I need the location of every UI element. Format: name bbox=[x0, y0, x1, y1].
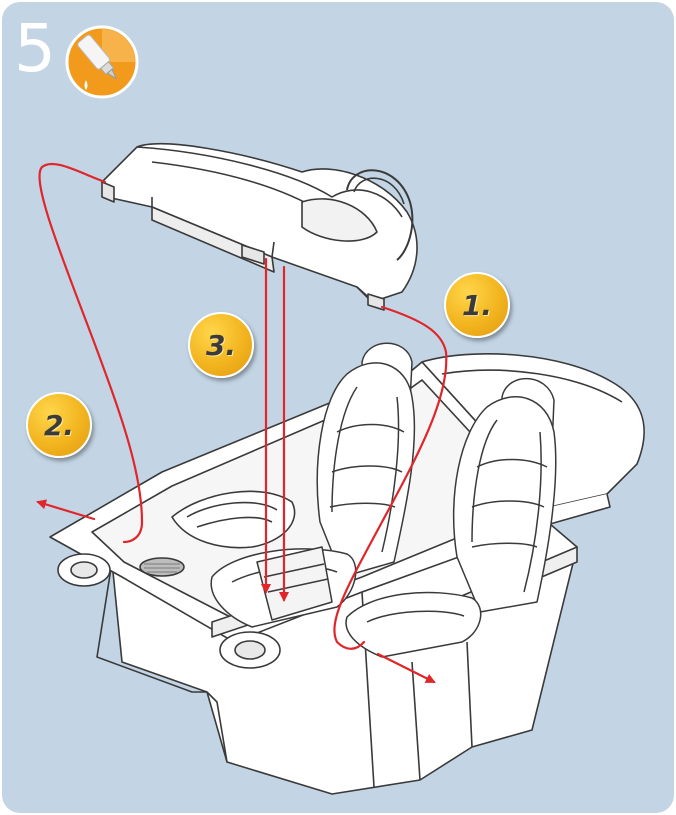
step-badge-3: 3. bbox=[188, 312, 254, 378]
guide-line-2 bbox=[40, 164, 142, 542]
step-badge-2-label: 2. bbox=[44, 409, 74, 442]
step-badge-1: 1. bbox=[444, 272, 510, 338]
step-badge-2: 2. bbox=[26, 392, 92, 458]
step-badge-3-label: 3. bbox=[206, 329, 236, 362]
push-arrow-left bbox=[38, 502, 94, 519]
dashboard-part bbox=[102, 144, 417, 310]
step-badge-1-label: 1. bbox=[462, 289, 492, 322]
